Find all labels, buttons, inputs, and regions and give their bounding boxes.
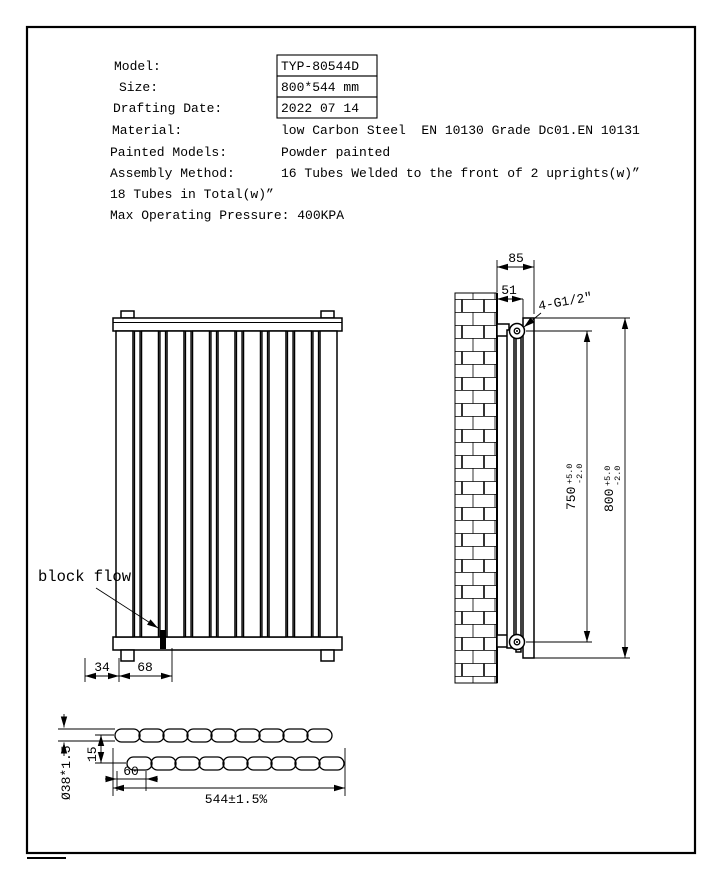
spec-table: Model: TYP-80544D Size: 800*544 mm Draft… [110, 54, 640, 223]
block-flow-label: block flow [38, 568, 132, 586]
bottom-view-dims: Ø38*1.5 15 60 544±1.5% [58, 714, 346, 807]
dim-750-value: 750 [564, 487, 579, 510]
top-collector [112, 317, 343, 332]
thread-leader [523, 312, 542, 328]
material-label: Material: [112, 123, 182, 138]
material-value: low Carbon Steel EN 10130 Grade Dc01.EN … [281, 123, 640, 138]
bottom-view [114, 728, 345, 771]
assembly-label: Assembly Method: [110, 166, 235, 181]
dim-750: 750 +5.0 -2.0 [564, 464, 585, 510]
date-value-box [276, 96, 378, 119]
tube-row-upper [114, 728, 333, 743]
model-value: TYP-80544D [281, 59, 359, 74]
pressure-line: Max Operating Pressure: 400KPA [110, 208, 344, 223]
dim-800: 800 +5.0 -2.0 [602, 466, 623, 512]
model-label: Model: [114, 59, 161, 74]
top-tab-left [120, 310, 135, 319]
top-valve [508, 322, 526, 340]
top-tab-right [320, 310, 335, 319]
thread-label: 4-G1/2" [537, 290, 593, 314]
dim-800-value: 800 [602, 489, 617, 512]
dim-800-tol-minus: -2.0 [613, 466, 623, 486]
left-foot [120, 649, 135, 662]
size-value: 800*544 mm [281, 80, 359, 95]
size-label: Size: [119, 80, 158, 95]
date-label: Drafting Date: [113, 101, 222, 116]
front-view [112, 310, 343, 662]
painted-label: Painted Models: [110, 145, 227, 160]
sheet-border [25, 25, 697, 855]
side-view [454, 292, 535, 684]
dim-544-label: 544±1.5% [205, 792, 268, 807]
painted-value: Powder painted [281, 145, 390, 160]
front-tube-column [522, 317, 535, 659]
assembly-value: 16 Tubes Welded to the front of 2 uprigh… [281, 166, 640, 181]
date-value: 2022 07 14 [281, 101, 359, 116]
dim-800-tol-plus: +5.0 [603, 466, 613, 486]
bottom-collector [112, 636, 343, 651]
bottom-valve [508, 633, 526, 651]
block-flow-leader [95, 587, 159, 629]
right-foot [320, 649, 335, 662]
assembly-value-cont: 18 Tubes in Total(w)” [110, 187, 274, 202]
front-tubes [115, 330, 338, 638]
dim-15: 15 [85, 746, 100, 762]
dim-750-tol-minus: -2.0 [575, 464, 585, 484]
tube-spec-label: Ø38*1.5 [59, 745, 74, 800]
dim-68-label: 68 [137, 660, 153, 675]
dim-34-label: 34 [94, 660, 110, 675]
front-view-dims: block flow 34 68 [38, 568, 173, 682]
block-flow-plug [160, 630, 166, 649]
tube-spec-callout: Ø38*1.5 [59, 745, 74, 800]
rear-tube-column [506, 329, 515, 649]
tube-row-lower [126, 756, 345, 771]
dim-85-label: 85 [508, 251, 524, 266]
thread-callout: 4-G1/2" [537, 290, 593, 314]
dim-750-tol-plus: +5.0 [565, 464, 575, 484]
side-view-dims: 85 51 4-G1/2" 750 +5.0 -2.0 800 +5.0 -2.… [496, 251, 630, 659]
wall-hatch [454, 292, 498, 684]
dim-15-label: 15 [85, 746, 100, 762]
dim-51-label: 51 [501, 283, 517, 298]
dim-60-label: 60 [123, 764, 139, 779]
upright-profile [515, 325, 522, 653]
